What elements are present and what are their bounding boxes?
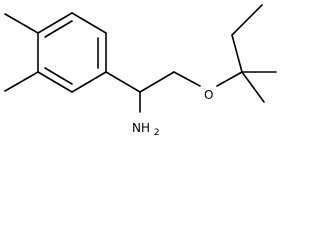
ring-bond-c5-c6 [37,71,73,93]
ring-to-alpha-carbon-bond [105,71,141,93]
methylene-to-oxygen-bond [173,71,201,87]
oxygen-label: O [204,88,213,102]
quaternary-carbon-to-lower-methyl-bond [241,71,265,103]
structure-canvas: O NH 2 [4,4,277,138]
ring-bond-c2-c3 [71,12,107,34]
molecule-drawing: O NH 2 [4,4,277,138]
ring-double-bond-c1-c2 [44,20,73,38]
ring-double-bond-c5-c6 [44,67,73,85]
amine-label: NH 2 [132,121,160,138]
ethyl-terminal-bond [231,4,263,36]
alpha-carbon-to-methylene-bond [139,71,175,93]
methyl-bond-top [4,13,39,34]
oxygen-to-quaternary-carbon-bond [216,71,243,87]
ring-bond-c1-c2 [37,12,73,34]
ring-bond-c4-c5 [71,71,107,93]
quaternary-carbon-to-ethyl-bond [231,34,243,73]
amine-main-label: NH [132,121,150,135]
methyl-bond-left [4,71,39,92]
amine-subscript-label: 2 [154,128,160,138]
